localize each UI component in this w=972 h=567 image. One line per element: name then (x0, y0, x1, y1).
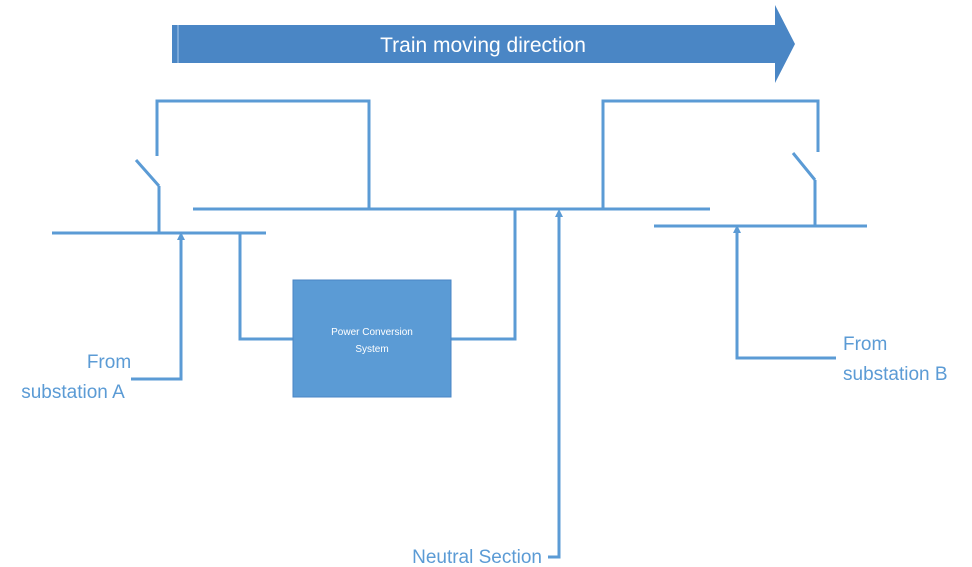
neutral-section-wiring (193, 207, 710, 559)
banner-arrow-shape (175, 5, 795, 83)
feeder-b-arrow (733, 225, 836, 360)
train-direction-banner: Train moving direction (172, 5, 795, 83)
feed-b-label-line2: substation B (843, 364, 948, 385)
banner-edge-stripe (177, 25, 179, 63)
feeder-a-arrow (131, 232, 185, 381)
section-b-wiring (601, 99, 867, 360)
neutral-section-label: Neutral Section (412, 547, 542, 567)
feed-a-label-line2: substation A (21, 382, 125, 403)
converter-label-line2: System (355, 344, 388, 355)
power-conversion-system: Power Conversion System (292, 279, 452, 398)
section-a-wiring (52, 99, 371, 381)
breaker-b-loop (601, 99, 820, 226)
feed-b-label-line1: From (843, 334, 887, 355)
converter-label-line1: Power Conversion (331, 327, 413, 338)
banner-label: Train moving direction (380, 34, 586, 57)
converter-box (292, 279, 452, 398)
link-converter-to-neutral (451, 209, 517, 341)
link-a-to-converter (238, 233, 295, 341)
feed-a-label-line1: From (87, 352, 131, 373)
breaker-a-loop (134, 99, 371, 233)
banner-edge-stripe (172, 25, 175, 63)
neutral-pointer-arrow (548, 209, 563, 559)
